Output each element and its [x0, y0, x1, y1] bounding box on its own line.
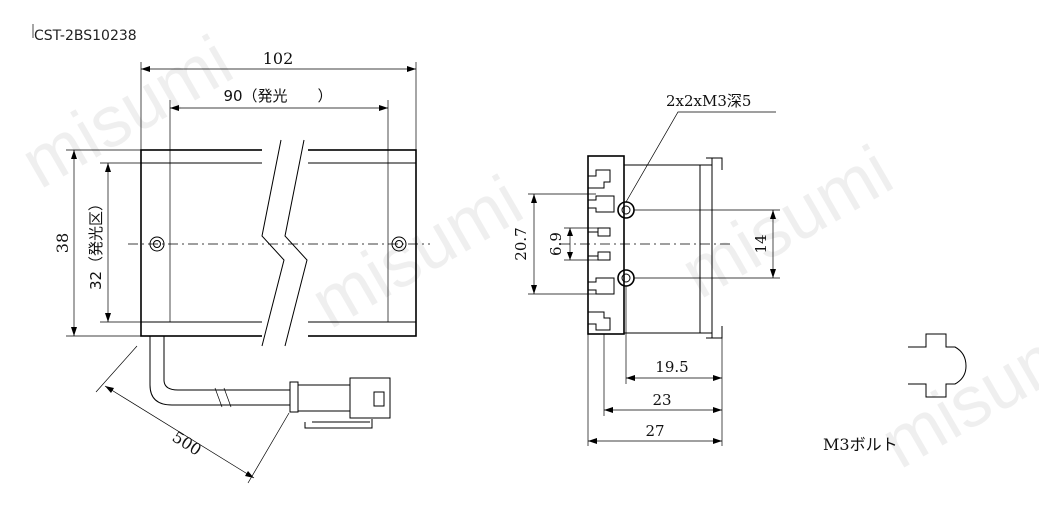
dim-emit-height: 32（発光区） — [87, 196, 105, 290]
cable-outer — [149, 336, 290, 406]
side-lip-bottom — [706, 326, 723, 339]
dim-height-total: 38 — [53, 233, 72, 253]
side-view: 2x2xM3深5 20.7 6.9 14 19.5 23 27 — [512, 92, 780, 446]
m3-bolt: M3ボルト — [823, 333, 967, 454]
dim-hole-pitch: 14 — [752, 234, 770, 253]
t-slots — [588, 169, 615, 331]
dim-emit-length: 90（発光 ） — [223, 87, 332, 105]
dim-500-line — [104, 385, 255, 479]
bolt-shape — [908, 333, 967, 398]
tap-note-leader — [625, 111, 776, 203]
cable-inner — [163, 336, 290, 391]
dim-slot-center: 6.9 — [547, 232, 565, 256]
watermark-text-4: misumi — [868, 301, 1039, 484]
cable-break-2 — [223, 387, 232, 408]
side-lip-top — [706, 157, 723, 170]
dim-cable-length: 500 — [169, 427, 205, 459]
screw-right — [391, 236, 407, 252]
dim-500-ext-1 — [95, 345, 138, 393]
dim-6-9-arrows — [567, 228, 573, 260]
cable-break-1 — [214, 387, 223, 408]
connector — [289, 377, 391, 429]
dim-500-ext-2 — [247, 412, 290, 484]
watermark-text-3: misumi — [668, 131, 905, 314]
side-profile — [587, 155, 625, 335]
model-code: CST-2BS10238 — [34, 28, 137, 44]
dim-width-c: 27 — [645, 422, 664, 440]
dim-width-total: 102 — [263, 49, 294, 68]
tap-hole-top — [617, 201, 635, 219]
screw-left — [149, 236, 165, 252]
front-view: 102 90（発光 ） 38 32（発光区） — [53, 49, 430, 484]
tap-note: 2x2xM3深5 — [666, 92, 751, 110]
dim-width-b: 23 — [652, 391, 671, 409]
dim-slot-pitch: 20.7 — [512, 227, 530, 260]
bolt-label: M3ボルト — [823, 435, 898, 454]
break-line-left — [261, 139, 285, 347]
tap-hole-bottom — [617, 269, 635, 287]
dim-width-a: 19.5 — [655, 358, 688, 376]
watermark-text-1: misumi — [8, 21, 245, 204]
break-mask — [262, 138, 308, 348]
break-line-right — [284, 139, 308, 347]
